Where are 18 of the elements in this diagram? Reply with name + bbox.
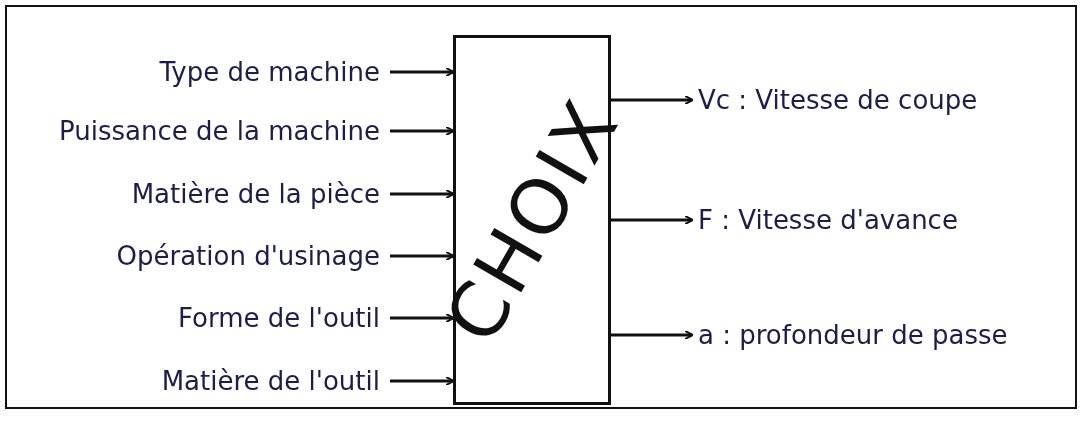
arrow: [611, 95, 694, 105]
output-label: a : profondeur de passe: [698, 315, 1076, 355]
input-label: Puissance de la machine: [8, 111, 380, 151]
input-label: Opération d'usinage: [8, 236, 380, 276]
arrow: [390, 313, 455, 323]
output-label: F : Vitesse d'avance: [698, 200, 1073, 240]
arrow: [390, 67, 455, 77]
input-label: Forme de l'outil: [8, 298, 380, 338]
input-label: Matière de la pièce: [8, 174, 380, 214]
arrow: [611, 215, 694, 225]
output-label: Vc : Vitesse de coupe: [698, 80, 1073, 120]
arrow: [390, 126, 455, 136]
arrow: [390, 251, 455, 261]
arrow: [390, 189, 455, 199]
input-label: Type de machine: [8, 52, 380, 92]
arrow: [390, 376, 455, 386]
arrow: [611, 330, 694, 340]
input-label: Matière de l'outil: [8, 361, 380, 401]
